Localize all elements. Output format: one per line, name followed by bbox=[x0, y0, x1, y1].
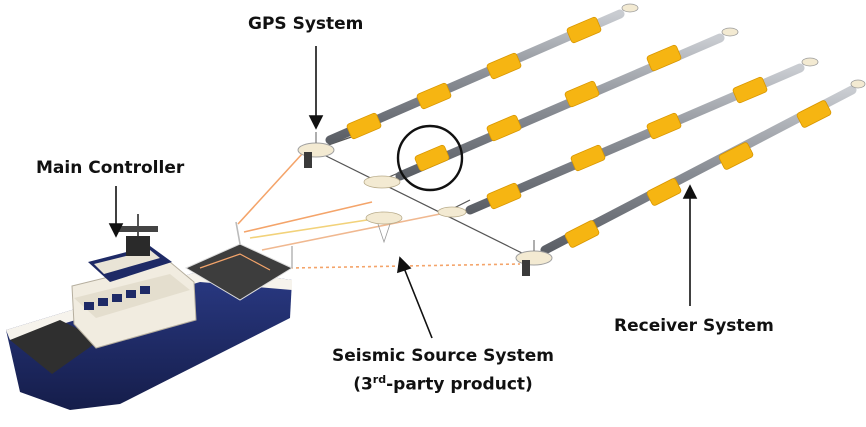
arrow-source bbox=[403, 267, 433, 339]
receiver-system-label: Receiver System bbox=[614, 316, 774, 336]
survey-vessel bbox=[6, 214, 294, 410]
vessel-hull bbox=[6, 268, 292, 410]
source-floats bbox=[363, 175, 467, 244]
seismic-source-line2: (3rd-party product) bbox=[353, 373, 533, 395]
seismic-source-line1: Seismic Source System bbox=[331, 346, 554, 366]
seismic-source-label: Seismic Source System (3rd-party product… bbox=[318, 344, 568, 397]
tow-line-center bbox=[261, 213, 441, 251]
tow-line-source bbox=[243, 201, 373, 233]
tail-buoys bbox=[621, 3, 866, 89]
gps-buoy-right bbox=[515, 240, 553, 276]
streamer-floats bbox=[346, 16, 832, 248]
main-controller-label: Main Controller bbox=[36, 158, 185, 178]
streamers bbox=[325, 9, 857, 255]
vessel-fore-deck bbox=[10, 320, 100, 374]
gps-buoys bbox=[297, 132, 553, 276]
tow-line-source-2 bbox=[249, 217, 381, 239]
gps-buoy-left bbox=[297, 132, 335, 168]
pointer-arrows bbox=[108, 46, 698, 339]
gps-system-label: GPS System bbox=[248, 14, 364, 34]
tow-line-gps-left bbox=[237, 153, 303, 225]
highlight-circle bbox=[396, 124, 464, 192]
